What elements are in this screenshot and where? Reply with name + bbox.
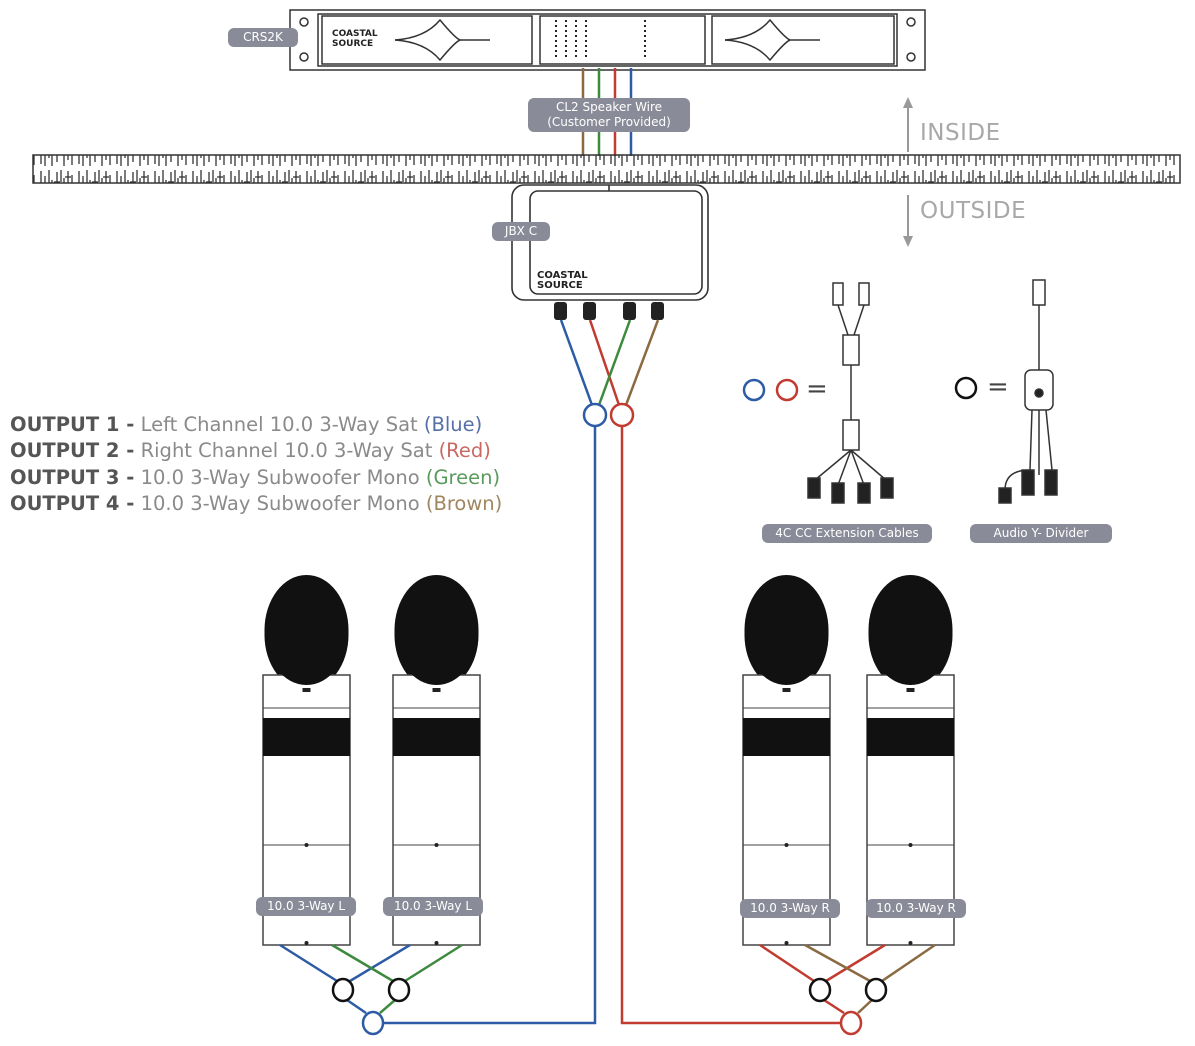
output-name: OUTPUT 1 - [10,413,135,436]
amplifier-crs2k: COASTAL SOURCE [289,9,926,71]
wire [881,943,936,983]
speaker-label: 10.0 3-Way L [256,897,356,916]
speaker [392,575,481,946]
speaker-label: 10.0 3-Way R [866,899,966,918]
y-divider-connector-icon [361,1010,385,1036]
wire [349,943,411,983]
speaker-wire-label: CL2 Speaker Wire (Customer Provided) [528,98,690,132]
output-desc: 10.0 3-Way Subwoofer Mono [140,465,420,489]
speaker [742,575,831,946]
y-divider-connector-icon [839,1010,863,1036]
inside-arrow-icon [903,97,913,152]
jbx-output-wires [384,319,840,1025]
output-legend-row-2: OUTPUT 2 - Right Channel 10.0 3-Way Sat … [10,438,502,464]
output-name: OUTPUT 4 - [10,491,135,515]
output-color: (Red) [438,439,491,463]
output-color: (Blue) [423,413,483,436]
wire [331,943,394,983]
wire [404,943,463,983]
speaker-label: 10.0 3-Way L [383,897,483,916]
output-legend-row-1: OUTPUT 1 - Left Channel 10.0 3-Way Sat (… [10,412,502,438]
inside-label: INSIDE [920,120,1001,146]
black-connector-icon [954,376,978,400]
wire [379,999,396,1014]
output-desc: Left Channel 10.0 3-Way Sat [140,413,418,436]
y-divider-label: Audio Y- Divider [970,524,1112,543]
wire [804,943,871,983]
speaker [866,575,955,946]
output-legend: OUTPUT 1 - Left Channel 10.0 3-Way Sat (… [10,412,502,517]
output-color: (Brown) [425,491,503,515]
speaker-wire-label-line1: CL2 Speaker Wire [555,100,663,114]
extension-cable-icon [807,282,894,504]
audio-y-divider-illustration [998,279,1058,504]
jbx-label: JBX C [492,222,550,241]
wire [823,998,845,1015]
speaker [262,575,351,946]
output-legend-row-4: OUTPUT 4 - 10.0 3-Way Subwoofer Mono (Br… [10,491,502,517]
red-y-divider-icon [609,402,635,428]
output-name: OUTPUT 3 - [10,465,135,489]
wire [759,943,815,983]
output-color: (Green) [425,465,501,489]
wire [825,943,886,983]
y-divider-connector-icon [864,977,888,1003]
wire [279,943,338,983]
extension-cables-label: 4C CC Extension Cables [762,524,932,543]
y-divider-connector-icon [331,977,355,1003]
red-connector-icon [775,378,799,402]
speaker-label: 10.0 3-Way R [740,899,840,918]
svg-text:COASTAL: COASTAL [332,29,378,39]
y-divider-connector-icon [387,977,411,1003]
outside-label: OUTSIDE [920,198,1027,224]
amplifier-label: CRS2K [228,28,298,47]
wire [346,998,367,1015]
output-desc: 10.0 3-Way Subwoofer Mono [140,491,420,515]
svg-text:SOURCE: SOURCE [332,39,373,49]
outside-arrow-icon [903,195,913,247]
blue-connector-icon [742,378,766,402]
svg-text:SOURCE: SOURCE [537,280,583,291]
junction-box-jbx-c: COASTAL SOURCE [511,184,709,320]
equals-sign: = [806,374,828,404]
wall [32,154,1181,184]
svg-text:COASTAL: COASTAL [537,270,588,281]
y-divider-connector-icon [808,977,832,1003]
speaker-wire-label-line2: (Customer Provided) [547,115,671,129]
equals-sign: = [987,372,1009,402]
blue-y-divider-icon [582,402,608,428]
wire [857,999,873,1014]
output-legend-row-3: OUTPUT 3 - 10.0 3-Way Subwoofer Mono (Gr… [10,465,502,491]
speakers-group [262,575,955,946]
speaker-bottom-wiring [279,943,936,1036]
output-name: OUTPUT 2 - [10,439,135,463]
output-desc: Right Channel 10.0 3-Way Sat [140,439,433,463]
